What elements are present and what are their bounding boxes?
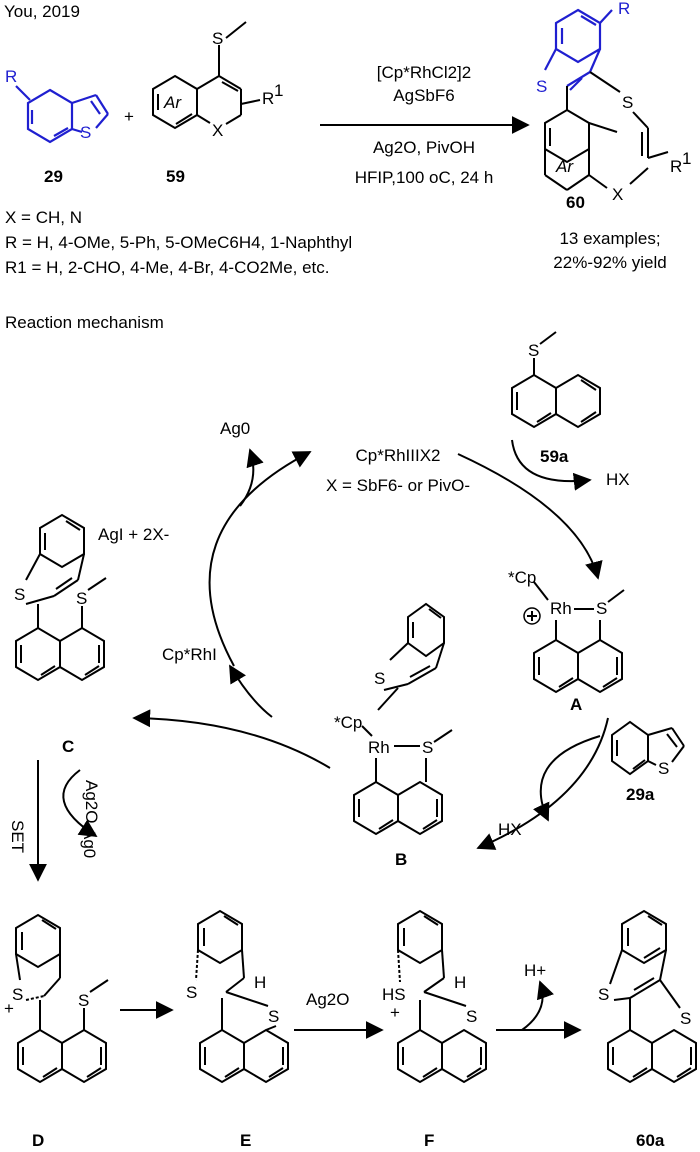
citation: You, 2019 — [4, 2, 80, 21]
reactant-59-label: 59 — [166, 167, 185, 186]
arrow-silver-in — [62, 769, 98, 837]
intermediate-C-label: C — [62, 737, 74, 756]
svg-text:S: S — [528, 341, 539, 360]
svg-text:S: S — [374, 669, 385, 688]
arrow-B-to-C — [132, 709, 331, 769]
product-60-label: 60 — [566, 193, 585, 212]
intermediate-B-structure: S *Cp Rh S — [334, 602, 453, 836]
catalyst-anions: X = SbF6- or PivO- — [326, 476, 470, 495]
silver-reoxidation: AgI + 2X- — [98, 525, 169, 544]
intermediate-F-structure: HS + H S — [382, 909, 487, 1084]
product-60-structure: S R S X Ar R 1 — [536, 0, 691, 204]
svg-text:*Cp: *Cp — [334, 713, 362, 732]
svg-text:+: + — [4, 999, 14, 1018]
rh1-species: Cp*RhI — [162, 645, 217, 664]
reactant-29-label: 29 — [44, 167, 63, 186]
oxidant-ag2o-1: Ag2O — [82, 780, 101, 823]
reactant-29-structure: S R — [5, 67, 109, 144]
arrow-29a-in — [533, 735, 601, 822]
svg-text:S: S — [268, 1007, 279, 1026]
svg-text:S: S — [80, 123, 91, 142]
svg-text:1: 1 — [682, 149, 691, 168]
intermediate-D-structure: S + S — [4, 913, 109, 1084]
svg-text:S: S — [212, 29, 223, 48]
intermediate-E-label: E — [240, 1131, 251, 1150]
svg-text:Rh: Rh — [550, 599, 572, 618]
benzothiophene-29a-structure: S — [611, 720, 685, 778]
substituent-x: X = CH, N — [5, 208, 82, 227]
svg-text:1: 1 — [274, 81, 283, 100]
svg-text:S: S — [680, 1009, 691, 1028]
hx-byproduct-top: HX — [606, 470, 630, 489]
svg-text:S: S — [466, 1007, 477, 1026]
proton-label: H+ — [524, 961, 546, 980]
arrow-59a-in — [511, 439, 592, 491]
intermediate-D-label: D — [32, 1131, 44, 1150]
oxidant-ag2o-2: Ag2O — [306, 990, 349, 1009]
svg-text:S: S — [536, 77, 547, 96]
substituent-r1: R1 = H, 2-CHO, 4-Me, 4-Br, 4-CO2Me, etc. — [5, 258, 330, 277]
examples-count: 13 examples; — [559, 229, 660, 248]
intermediate-F-label: F — [424, 1131, 434, 1150]
svg-text:X: X — [612, 185, 623, 204]
arrow-to-A — [457, 453, 603, 580]
hx-byproduct-bottom: HX — [498, 820, 522, 839]
svg-text:S: S — [78, 991, 89, 1010]
substrate-59a-structure: S — [511, 331, 601, 429]
svg-text:Ar: Ar — [163, 93, 182, 112]
svg-text:S: S — [598, 985, 609, 1004]
arrow-reoxidation — [208, 451, 312, 667]
svg-text:R: R — [670, 157, 682, 176]
svg-text:X: X — [212, 121, 223, 140]
svg-text:S: S — [658, 759, 669, 778]
product-60a-label: 60a — [636, 1131, 665, 1150]
arrow-B-to-rh1 — [229, 664, 273, 718]
substituent-r: R = H, 4-OMe, 5-Ph, 5-OMeC6H4, 1-Naphthy… — [5, 233, 352, 252]
svg-text:+: + — [390, 1003, 400, 1022]
intermediate-C-structure: S S — [14, 513, 107, 682]
svg-text:S: S — [422, 738, 433, 757]
condition-additive: AgSbF6 — [393, 86, 454, 105]
svg-text:*Cp: *Cp — [508, 568, 536, 587]
arrow-proton-out — [521, 980, 554, 1031]
svg-text:S: S — [622, 93, 633, 112]
intermediate-A-structure: *Cp Rh S — [508, 568, 625, 694]
mechanism-heading: Reaction mechanism — [5, 313, 164, 332]
svg-text:S: S — [186, 983, 197, 1002]
svg-text:R: R — [5, 67, 17, 86]
svg-text:H: H — [454, 973, 466, 992]
intermediate-E-structure: S H S — [186, 909, 289, 1084]
svg-text:Rh: Rh — [368, 738, 390, 757]
intermediate-A-label: A — [570, 695, 582, 714]
condition-catalyst: [Cp*RhCl2]2 — [377, 63, 472, 82]
svg-text:S: S — [596, 599, 607, 618]
product-60a-structure: S S — [598, 909, 697, 1084]
yield-range: 22%-92% yield — [553, 253, 666, 272]
svg-text:R: R — [618, 0, 630, 18]
silver0-top: Ag0 — [220, 419, 250, 438]
benzothiophene-29a-label: 29a — [626, 785, 655, 804]
svg-text:HS: HS — [382, 985, 406, 1004]
svg-text:S: S — [12, 985, 23, 1004]
catalyst-rh3: Cp*RhIIIX2 — [355, 446, 440, 465]
condition-solvent-temp: HFIP,100 oC, 24 h — [355, 168, 494, 187]
plus-sign: + — [124, 107, 134, 126]
svg-text:R: R — [262, 89, 274, 108]
arrow-silver0-out — [239, 448, 264, 507]
silver0-bottom: Ag0 — [80, 828, 99, 858]
substrate-59a-label: 59a — [540, 447, 569, 466]
svg-text:Ar: Ar — [555, 157, 574, 176]
condition-oxidant: Ag2O, PivOH — [373, 138, 475, 157]
reactant-59-structure: S Ar X R 1 — [152, 21, 283, 140]
svg-text:S: S — [14, 585, 25, 604]
svg-text:H: H — [254, 973, 266, 992]
set-label: SET — [8, 820, 27, 853]
intermediate-B-label: B — [395, 850, 407, 869]
svg-text:S: S — [76, 589, 87, 608]
arrow-A-to-B — [476, 717, 609, 850]
